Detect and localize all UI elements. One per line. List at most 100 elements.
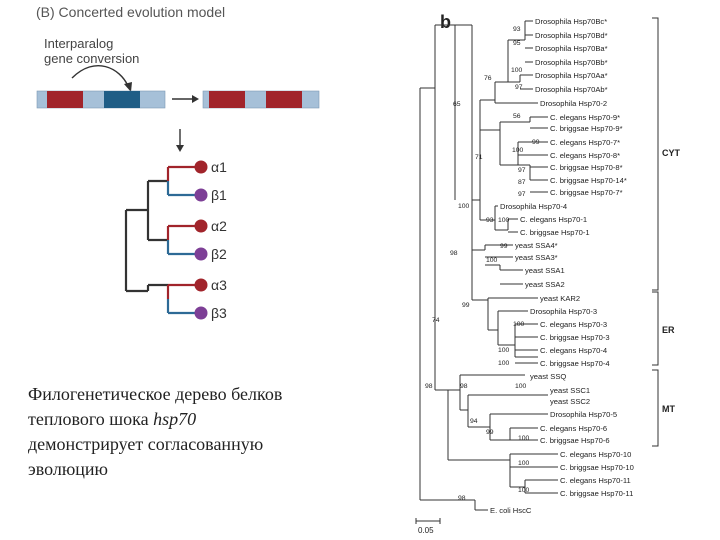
taxon-label: C. elegans Hsp70-1 bbox=[520, 215, 587, 224]
taxon-label: C. elegans Hsp70-7* bbox=[550, 138, 620, 147]
bootstrap-value: 99 bbox=[500, 243, 508, 250]
taxon-label: C. elegans Hsp70-11 bbox=[560, 476, 631, 485]
taxon-label: C. briggsae Hsp70-3 bbox=[540, 333, 610, 342]
bootstrap-value: 97 bbox=[518, 167, 526, 174]
bootstrap-value: 98 bbox=[460, 383, 468, 390]
taxon-label: C. briggsae Hsp70-10 bbox=[560, 463, 634, 472]
caption-line4: эволюцию bbox=[28, 459, 109, 479]
taxon-label: Drosophila Hsp70Aa* bbox=[535, 71, 608, 80]
scale-bar: 0.05 bbox=[415, 518, 441, 535]
bootstrap-value: 100 bbox=[458, 203, 470, 210]
taxon-label: C. briggsae Hsp70-7* bbox=[550, 188, 623, 197]
taxon-label: Drosophila Hsp70Bb* bbox=[535, 58, 608, 67]
leaf-label: α2 bbox=[211, 218, 227, 234]
leaf-label: β2 bbox=[211, 246, 227, 262]
taxon-label: C. elegans Hsp70-10 bbox=[560, 450, 631, 459]
taxon-label: Drosophila Hsp70Bc* bbox=[535, 17, 607, 26]
bootstrap-value: 98 bbox=[450, 250, 458, 257]
bootstrap-value: 56 bbox=[513, 113, 521, 120]
bootstrap-value: 99 bbox=[532, 139, 540, 146]
bootstrap-value: 100 bbox=[518, 487, 530, 494]
conversion-label: Interparalog gene conversion bbox=[44, 36, 139, 66]
scale-bar-label: 0.05 bbox=[418, 526, 434, 535]
bootstrap-value: 71 bbox=[475, 154, 483, 161]
taxon-label: C. briggsae Hsp70-14* bbox=[550, 176, 627, 185]
group-label: CYT bbox=[662, 148, 681, 158]
bootstrap-value: 100 bbox=[511, 67, 523, 74]
leaf-label: α1 bbox=[211, 159, 227, 175]
taxon-label: C. elegans Hsp70-4 bbox=[540, 346, 607, 355]
taxon-label: C. briggsae Hsp70-11 bbox=[560, 489, 633, 498]
bootstrap-value: 100 bbox=[498, 360, 510, 367]
taxon-label: yeast KAR2 bbox=[540, 294, 580, 303]
bootstrap-value: 100 bbox=[515, 383, 527, 390]
taxon-label: E. coli HscC bbox=[490, 506, 532, 515]
tree-panel-label: b bbox=[440, 12, 451, 32]
leaf-dot bbox=[194, 160, 208, 174]
bootstrap-value: 93 bbox=[486, 217, 494, 224]
taxon-label: C. elegans Hsp70-8* bbox=[550, 151, 620, 160]
taxon-label: C. briggsae Hsp70-1 bbox=[520, 228, 590, 237]
taxon-label: yeast SSC1 bbox=[550, 386, 590, 395]
caption-line1: Филогенетическое дерево белков bbox=[28, 384, 283, 404]
taxon-label: C. briggsae Hsp70-8* bbox=[550, 163, 623, 172]
group-bracket bbox=[652, 369, 659, 447]
leaf-dot bbox=[194, 219, 208, 233]
leaf-dot bbox=[194, 278, 208, 292]
conversion-arrowhead bbox=[124, 82, 132, 92]
caption-line2-italic: hsp70 bbox=[153, 409, 197, 429]
caption-line2: теплового шока hsp70 bbox=[28, 407, 398, 432]
taxon-label: yeast SSA1 bbox=[525, 266, 565, 275]
bootstrap-value: 100 bbox=[512, 147, 524, 154]
bootstrap-value: 100 bbox=[518, 460, 530, 467]
bootstrap-value: 76 bbox=[484, 75, 492, 82]
leaf-dot bbox=[194, 247, 208, 261]
bootstrap-value: 65 bbox=[453, 101, 461, 108]
leaf-label: β3 bbox=[211, 305, 227, 321]
conversion-label-line2: gene conversion bbox=[44, 51, 140, 66]
mini-tree bbox=[124, 165, 196, 315]
bootstrap-value: 98 bbox=[425, 383, 433, 390]
taxon-label: Drosophila Hsp70Ab* bbox=[535, 85, 608, 94]
taxon-label: C. elegans Hsp70-6 bbox=[540, 424, 607, 433]
bootstrap-value: 95 bbox=[513, 40, 521, 47]
taxon-label: C. elegans Hsp70-9* bbox=[550, 113, 620, 122]
bootstrap-value: 87 bbox=[518, 179, 526, 186]
panel-title: (B) Concerted evolution model bbox=[36, 4, 226, 20]
group-bracket bbox=[652, 17, 659, 291]
bootstrap-value: 100 bbox=[486, 257, 498, 264]
taxon-label: Drosophila Hsp70Bd* bbox=[535, 31, 608, 40]
leaf-label: β1 bbox=[211, 187, 227, 203]
caption: Филогенетическое дерево белков теплового… bbox=[28, 382, 398, 482]
bootstrap-value: 97 bbox=[515, 84, 523, 91]
taxon-label: yeast SSA2 bbox=[525, 280, 565, 289]
bootstrap-value: 93 bbox=[513, 26, 521, 33]
bootstrap-value: 98 bbox=[458, 495, 466, 502]
bootstrap-value: 100 bbox=[518, 435, 530, 442]
mini-tree-leaves: α1 β1 α2 β2 α3 β3 bbox=[194, 159, 227, 321]
taxon-label: yeast SSQ bbox=[530, 372, 566, 381]
leaf-dot bbox=[194, 306, 208, 320]
group-bracket bbox=[652, 291, 659, 366]
caption-line2-text: теплового шока bbox=[28, 409, 154, 429]
tree-branches bbox=[419, 20, 558, 511]
taxon-label: Drosophila Hsp70-3 bbox=[530, 307, 597, 316]
bootstrap-value: 99 bbox=[486, 429, 494, 436]
taxon-label: yeast SSC2 bbox=[550, 397, 590, 406]
taxon-label: Drosophila Hsp70-4 bbox=[500, 202, 567, 211]
taxon-label: C. elegans Hsp70-3 bbox=[540, 320, 607, 329]
down-arrowhead bbox=[176, 145, 184, 152]
leaf-label: α3 bbox=[211, 277, 227, 293]
group-label: ER bbox=[662, 325, 675, 335]
taxon-label: Drosophila Hsp70-2 bbox=[540, 99, 607, 108]
bootstrap-value: 100 bbox=[498, 217, 510, 224]
taxon-label: yeast SSA4* bbox=[515, 241, 558, 250]
concerted-evolution-diagram: α1 β1 α2 β2 α3 β3 bbox=[36, 65, 320, 321]
bootstrap-value: 97 bbox=[518, 191, 526, 198]
bootstrap-value: 100 bbox=[498, 347, 510, 354]
chromosome-after bbox=[202, 90, 320, 109]
taxon-label: C. briggsae Hsp70-6 bbox=[540, 436, 610, 445]
bootstrap-value: 100 bbox=[513, 321, 525, 328]
